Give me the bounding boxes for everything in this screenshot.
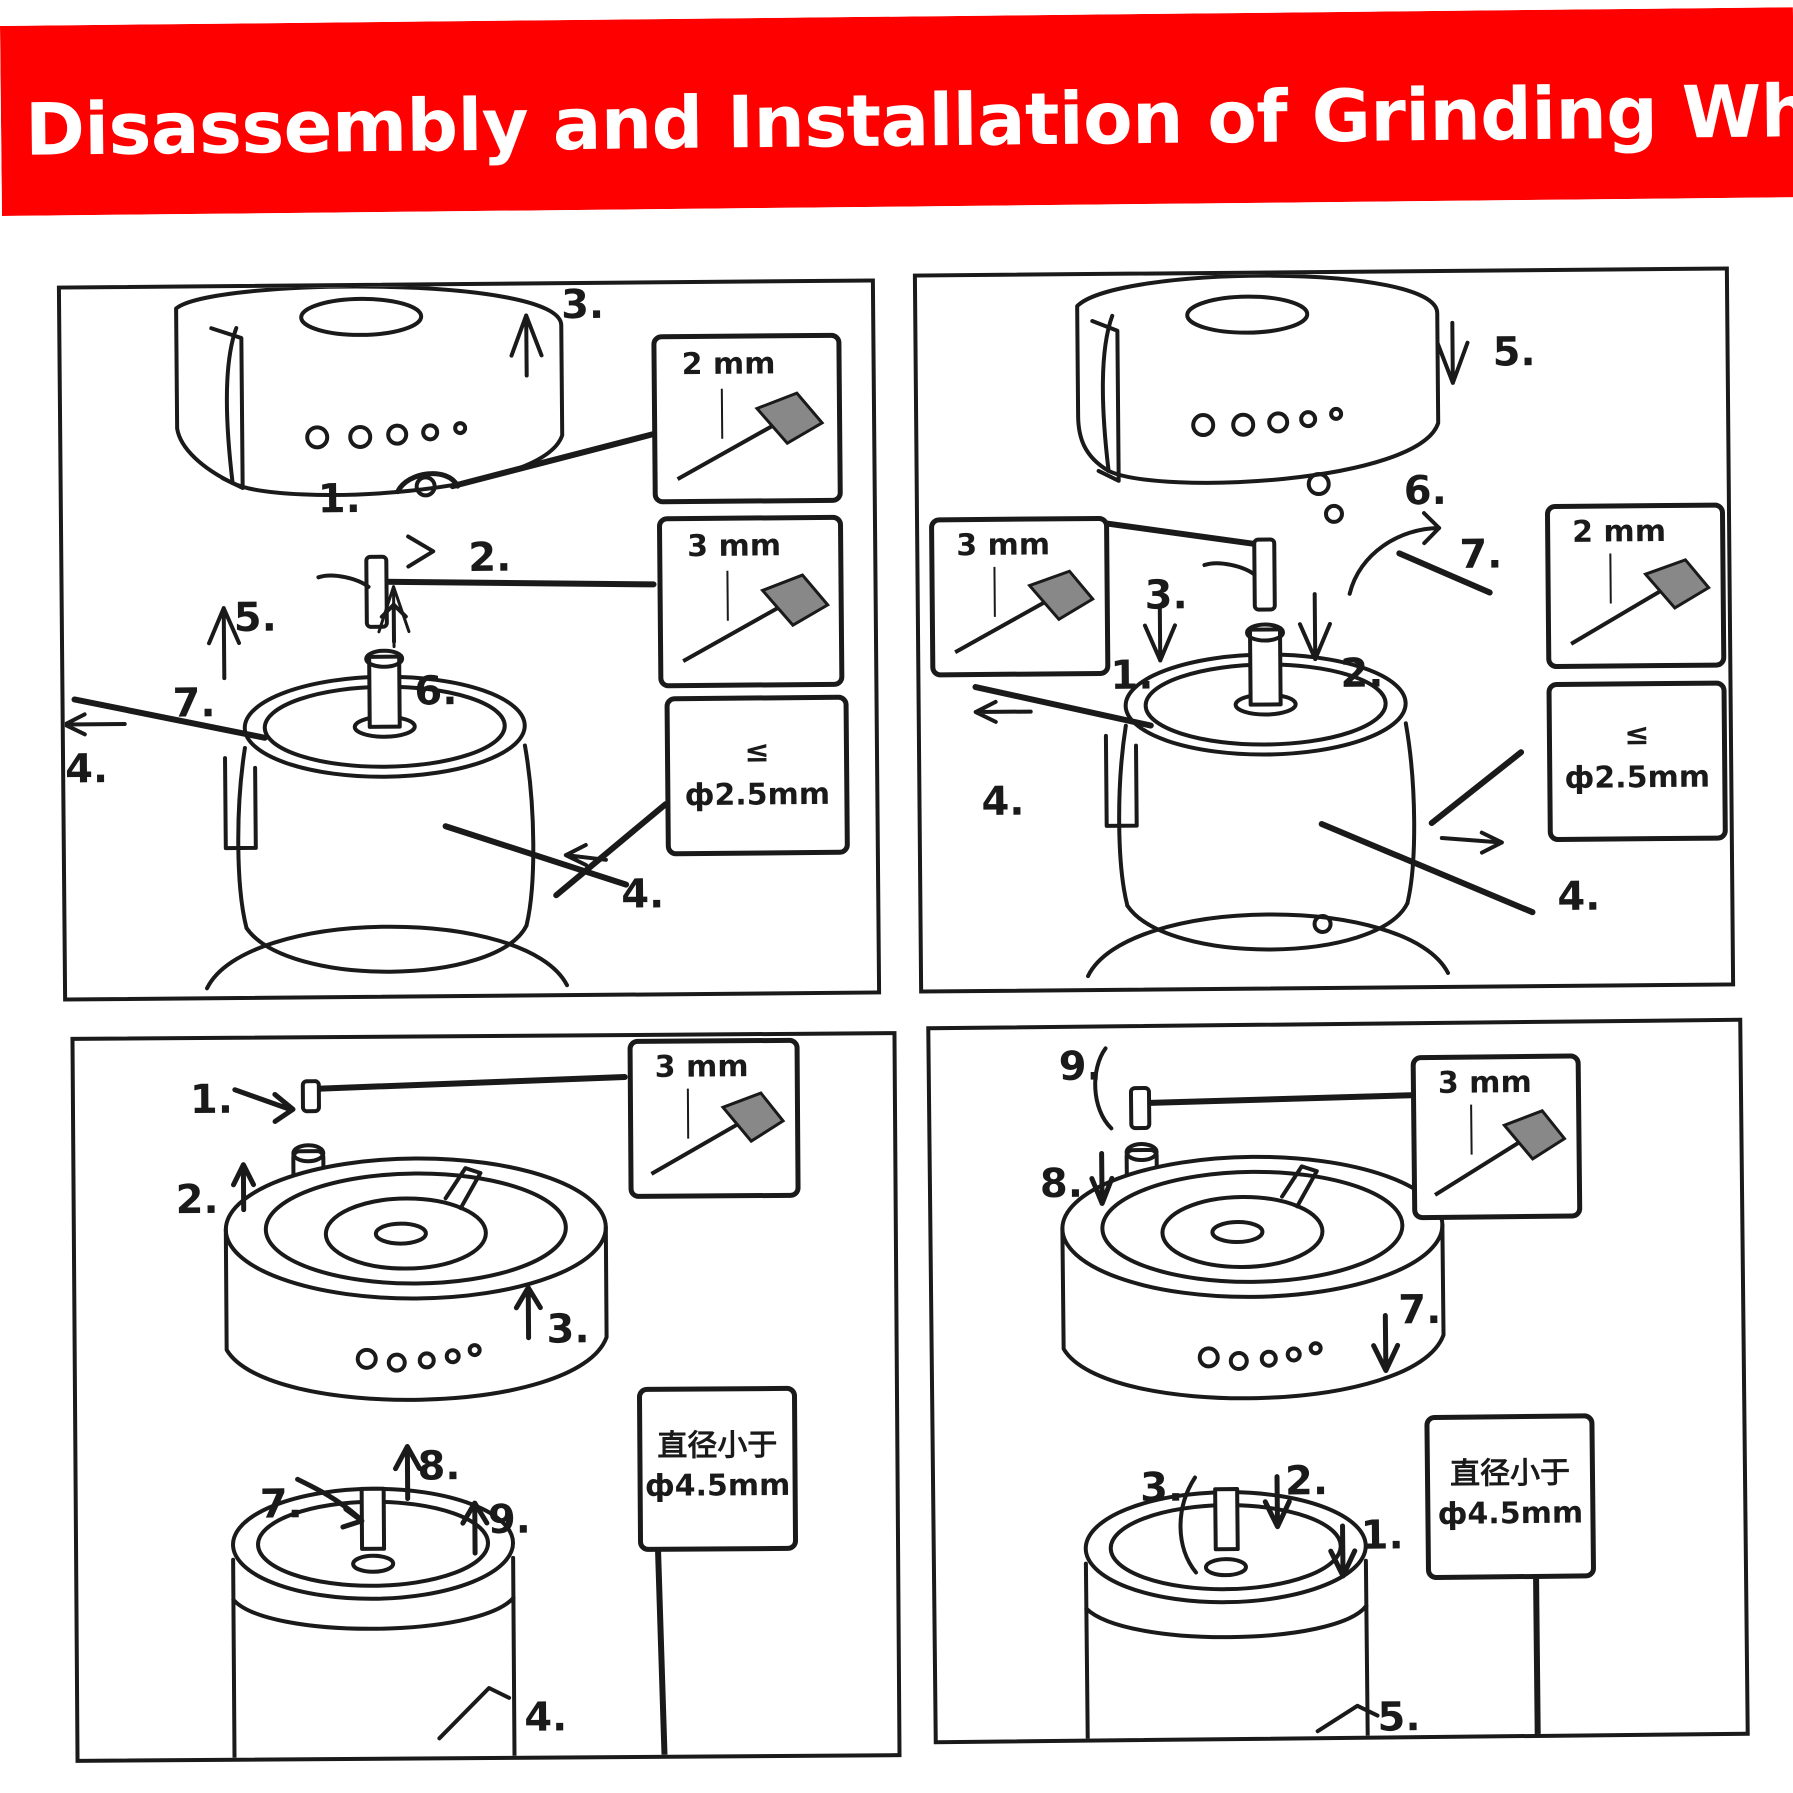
hex-key-3mm-callout: 3 mm [1410,1053,1583,1221]
note-diameter: ф4.5mm [1437,1495,1584,1532]
hex-key-icon [676,388,825,481]
step-8-label: 8. [417,1443,461,1490]
hex-key-2mm-callout: 2 mm [1544,502,1727,670]
burr-diameter-note: 直径小于 ф4.5mm [636,1385,799,1552]
step-7-label: 7. [1459,531,1503,578]
step-7-label: 7. [259,1481,303,1528]
step-1-label: 1. [1110,652,1154,699]
step-3-label: 3. [560,281,605,329]
grinder-illustration [62,284,669,991]
panel-installation-top: 1. 2. 3. 4. 4. 5. 6. 7. 3 mm 2 mm ≤ ф2.5… [912,266,1736,994]
hex-key-icon [954,566,1095,654]
step-4a-label: 4. [64,746,109,793]
grinder-illustration [1060,1046,1541,1741]
note-diameter: ф2.5mm [684,776,831,814]
hex-key-icon [1570,553,1711,646]
step-9-label: 9. [487,1496,532,1543]
step-2-label: 2. [1340,650,1384,697]
step-4a-label: 4. [981,778,1025,825]
step-8-label: 8. [1039,1160,1084,1208]
hex-key-3mm-callout: 3 mm [627,1037,801,1199]
note-line-1: 直径小于 [657,1427,778,1464]
step-6-label: 6. [414,668,458,715]
step-5-label: 5. [233,594,278,642]
note-line-1: 直径小于 [1449,1455,1571,1492]
hex-key-3mm-callout: 3 mm [656,514,845,689]
note-symbol: ≤ [1624,717,1650,753]
banner-background [0,7,1793,216]
grinder-illustration [972,273,1536,979]
panel-disassembly-top: 1. 2. 3. 4. 4. 5. 6. 7. 2 mm 3 mm ≤ ф2.5… [56,278,882,1002]
note-diameter: ф2.5mm [1564,759,1711,796]
step-2-label: 2. [175,1176,219,1224]
title-banner: Disassembly and Installation of Grinding… [0,7,1793,216]
burr-diameter-note: 直径小于 ф4.5mm [1424,1413,1597,1581]
step-4b-label: 4. [1557,873,1601,920]
panel-installation-bottom: 9. 8. 7. 3. 2. 1. 5. 3 mm 直径小于 ф4.5mm [926,1017,1750,1745]
step-6-label: 6. [1403,467,1448,515]
step-3-label: 3. [1139,1464,1184,1512]
hex-key-2mm-callout: 2 mm [651,332,843,505]
rod-diameter-note: ≤ ф2.5mm [1546,680,1728,843]
hex-key-icon [650,1088,786,1176]
hex-key-icon [682,570,831,663]
step-5-label: 5. [1377,1694,1421,1741]
note-diameter: ф4.5mm [644,1467,791,1504]
hex-key-3mm-callout: 3 mm [929,515,1111,678]
step-7-label: 7. [1398,1286,1442,1334]
panel-disassembly-bottom: 1. 2. 3. 4. 7. 8. 9. 3 mm 直径小于 ф4.5mm [70,1031,902,1763]
step-7-label: 7. [172,680,216,727]
step-9-label: 9. [1058,1043,1102,1090]
step-3-label: 3. [1144,572,1188,619]
step-4-label: 4. [524,1694,568,1741]
note-symbol: ≤ [744,734,770,770]
hex-key-icon [1433,1104,1567,1197]
rod-diameter-note: ≤ ф2.5mm [664,694,850,857]
grinder-illustration [223,1074,668,1759]
step-1-label: 1. [189,1076,234,1124]
step-2-label: 2. [1284,1458,1329,1505]
step-1-label: 1. [317,475,361,523]
step-5-label: 5. [1492,329,1536,376]
step-4b-label: 4. [621,871,665,918]
step-3-label: 3. [546,1306,590,1353]
step-1-label: 1. [1360,1512,1404,1559]
step-2-label: 2. [468,534,512,582]
